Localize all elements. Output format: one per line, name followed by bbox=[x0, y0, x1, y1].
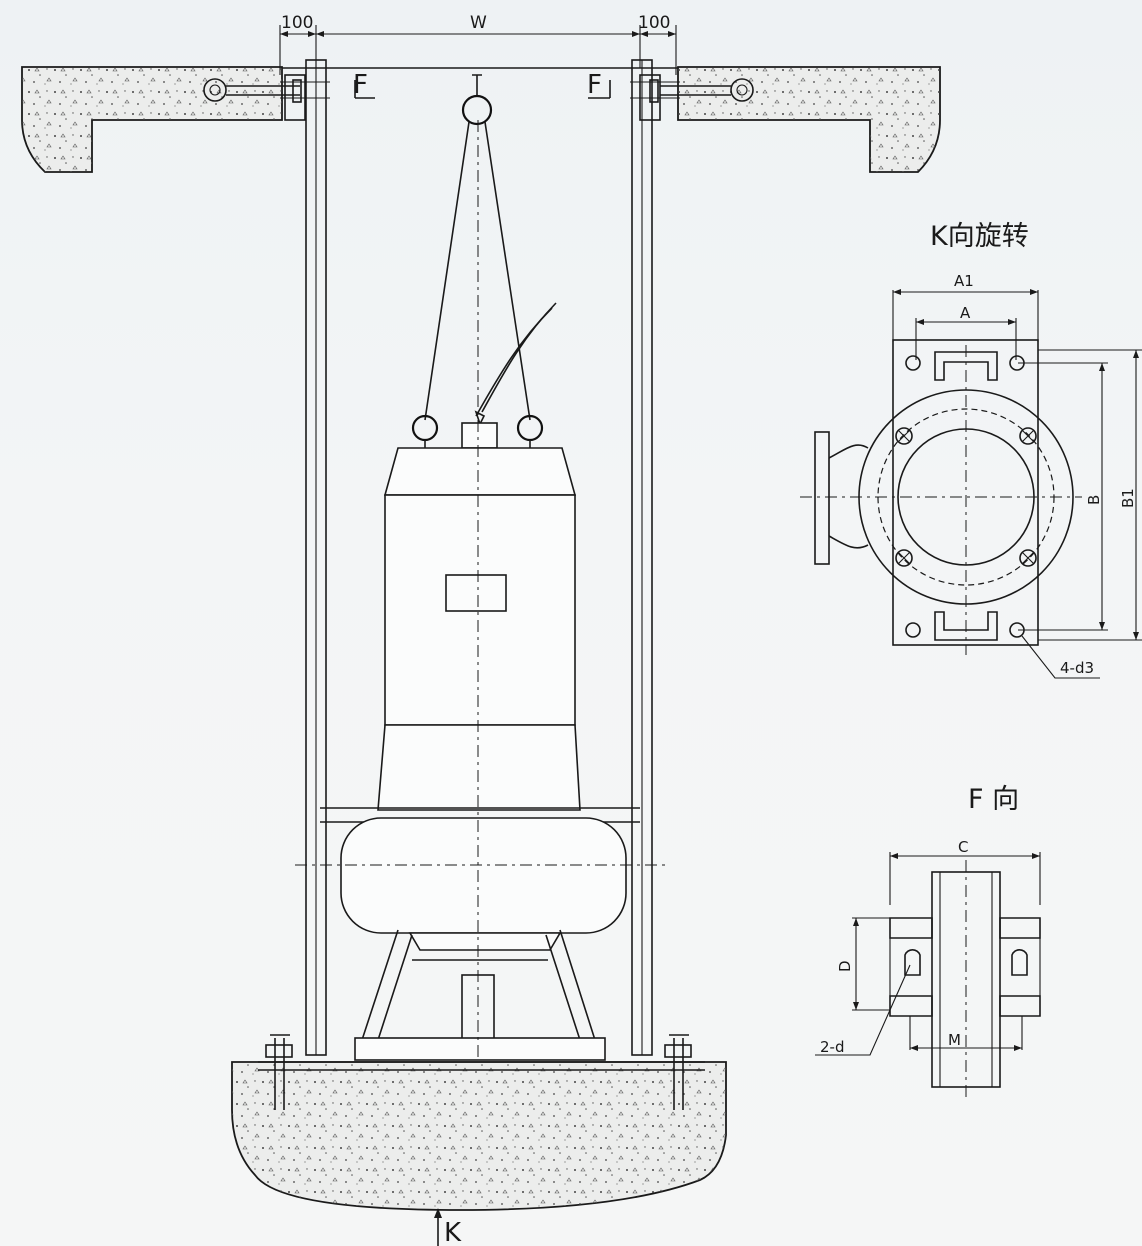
section-f-right: F bbox=[587, 70, 602, 100]
anchor-bolt-right bbox=[664, 1034, 692, 1110]
hole-2d: 2-d bbox=[820, 1038, 844, 1056]
top-dimension bbox=[279, 25, 677, 75]
anchor-bolt-left bbox=[265, 1034, 293, 1110]
dim-b: B bbox=[1085, 495, 1103, 505]
section-marker-left bbox=[354, 80, 375, 99]
section-f-left: F bbox=[353, 70, 368, 100]
k-view-title: K向旋转 bbox=[930, 221, 1029, 252]
anchor-hook-left bbox=[203, 74, 330, 121]
hole-4d3: 4-d3 bbox=[1060, 659, 1094, 677]
f-view bbox=[815, 852, 1041, 1100]
dim-m: M bbox=[948, 1031, 961, 1049]
k-view bbox=[800, 289, 1142, 679]
f-view-title: F 向 bbox=[968, 784, 1019, 815]
guide-rail-left bbox=[305, 59, 327, 1056]
section-marker-right bbox=[588, 80, 611, 99]
view-k-marker: K bbox=[444, 1218, 462, 1246]
dim-a1: A1 bbox=[954, 272, 974, 290]
anchor-hook-right bbox=[630, 74, 754, 121]
dim-100-right: 100 bbox=[638, 13, 670, 33]
upper-slab-right bbox=[677, 66, 941, 173]
base-concrete bbox=[231, 1061, 727, 1211]
power-cable bbox=[474, 302, 557, 427]
dim-w: W bbox=[470, 13, 487, 33]
lifting-assembly bbox=[411, 74, 544, 448]
guide-rail-right bbox=[631, 59, 653, 1056]
upper-slab-left bbox=[21, 66, 283, 173]
pump-body bbox=[320, 422, 640, 1061]
dim-a: A bbox=[960, 304, 971, 322]
dim-c: C bbox=[958, 838, 968, 856]
dim-b1: B1 bbox=[1119, 488, 1137, 508]
dim-d: D bbox=[836, 960, 854, 972]
dim-100-left: 100 bbox=[281, 13, 313, 33]
view-arrow-k bbox=[434, 1208, 442, 1246]
